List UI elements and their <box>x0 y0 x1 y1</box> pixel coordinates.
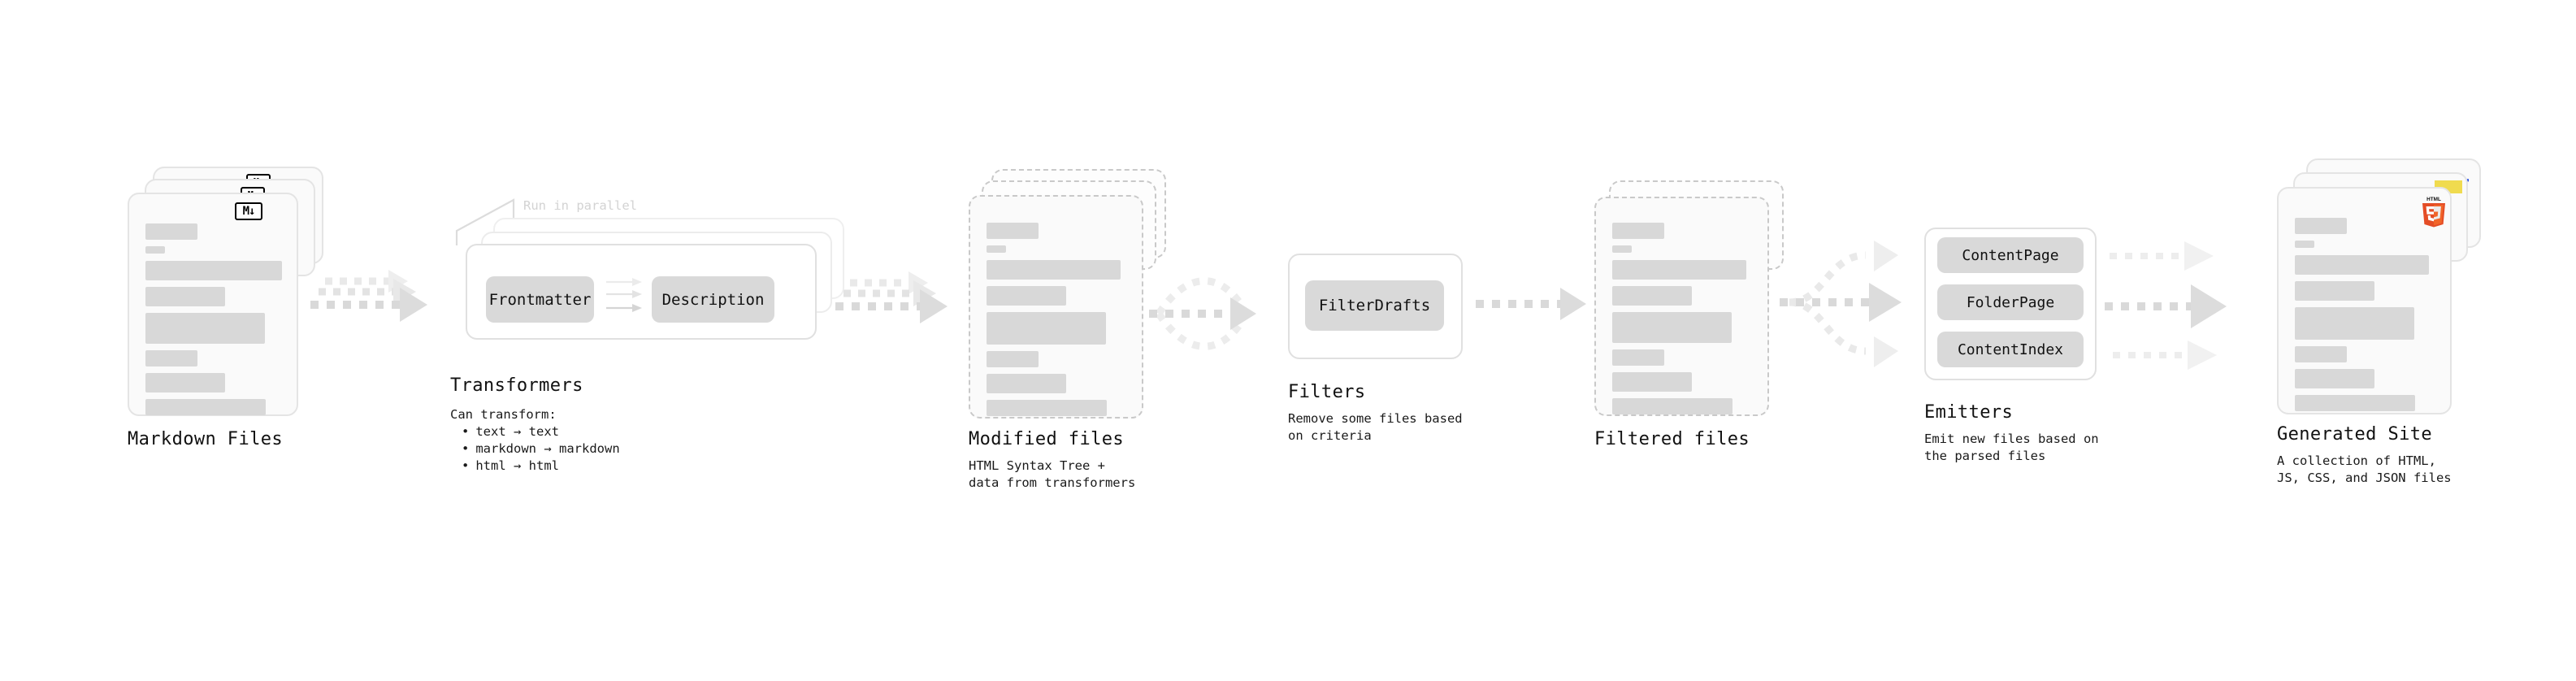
markdown-file-sheet-front <box>128 193 298 416</box>
pill-label: ContentIndex <box>1957 340 2064 358</box>
skeleton-bar <box>987 260 1121 280</box>
stage-title-filtered-files: Filtered files <box>1594 429 1750 449</box>
skeleton-bar <box>987 351 1039 367</box>
pill-label: FolderPage <box>1966 293 2055 311</box>
filters-caption: Remove some files based on criteria <box>1288 411 1463 443</box>
skeleton-bar <box>145 399 266 415</box>
stage-title-transformers: Transformers <box>450 375 583 396</box>
transformers-caption: Can transform: text → text markdown → ma… <box>450 406 620 475</box>
skeleton-bar <box>1612 286 1692 306</box>
site-file-sheet-html <box>2277 187 2452 414</box>
connector-markdown-to-transformers <box>310 270 427 322</box>
skeleton-bar <box>1612 372 1692 392</box>
skeleton-bar <box>1612 349 1664 366</box>
skeleton-bar <box>145 261 282 280</box>
transformers-bullet: markdown → markdown <box>462 440 619 458</box>
modified-file-sheet-front <box>969 195 1143 419</box>
skeleton-bar <box>987 312 1106 345</box>
transformer-inner-arrows <box>606 278 642 312</box>
filtered-file-sheet-front <box>1594 197 1769 416</box>
stage-markdown-files: M↓ M↓ M↓ Markdown Files <box>0 0 341 681</box>
run-in-parallel-label: Run in parallel <box>523 198 637 213</box>
html5-badge-text: HTML <box>2426 197 2441 202</box>
pill-label: Frontmatter <box>488 290 592 309</box>
transformer-pill-description[interactable]: Description <box>652 276 774 323</box>
connector-filters-to-filtered <box>1476 288 1586 320</box>
stage-title-modified-files: Modified files <box>969 429 1125 449</box>
skeleton-bar <box>987 286 1066 306</box>
connector-filtered-to-emitters <box>1780 241 1902 367</box>
stage-modified-files: Modified files HTML Syntax Tree + data f… <box>943 0 1268 681</box>
emitter-pill-contentindex[interactable]: ContentIndex <box>1937 332 2084 367</box>
stage-generated-site: CSS HTML Generated Site <box>2227 0 2576 681</box>
emitter-pill-folderpage[interactable]: FolderPage <box>1937 284 2084 320</box>
skeleton-bar <box>2295 369 2374 388</box>
transformers-caption-lead: Can transform: <box>450 407 557 422</box>
skeleton-bar <box>1612 245 1632 253</box>
connector-transformers-to-modified <box>835 271 948 323</box>
connector-emitters-to-site <box>2105 241 2227 370</box>
skeleton-bar <box>2295 395 2415 411</box>
pill-label: FilterDrafts <box>1318 297 1431 314</box>
markdown-badge: M↓ <box>235 202 262 220</box>
pill-label: Description <box>661 290 765 309</box>
connector-modified-to-filters <box>1149 277 1256 350</box>
filter-pill-filterdrafts[interactable]: FilterDrafts <box>1305 280 1444 331</box>
stage-title-generated-site: Generated Site <box>2277 424 2433 445</box>
skeleton-bar <box>1612 398 1733 414</box>
run-in-parallel-bracket <box>455 198 515 245</box>
skeleton-bar <box>987 245 1006 253</box>
skeleton-bar <box>2295 346 2347 362</box>
stage-title-emitters: Emitters <box>1924 402 2014 423</box>
pill-label: ContentPage <box>1962 246 2059 264</box>
skeleton-bar <box>145 350 197 367</box>
transformers-bullet-list: text → text markdown → markdown html → h… <box>450 423 620 475</box>
stage-emitters: ContentPage FolderPage ContentIndex Emit… <box>1902 0 2227 681</box>
transformers-bullet: html → html <box>462 458 620 475</box>
skeleton-bar <box>1612 223 1664 239</box>
stage-title-filters: Filters <box>1288 382 1366 402</box>
html5-badge: HTML <box>2420 195 2448 228</box>
skeleton-bar <box>1612 260 1746 280</box>
skeleton-bar <box>145 373 225 393</box>
skeleton-bar <box>2295 307 2414 340</box>
transformers-bullet: text → text <box>462 423 620 440</box>
emitter-pill-contentpage[interactable]: ContentPage <box>1937 237 2084 273</box>
generated-site-caption: A collection of HTML, JS, CSS, and JSON … <box>2277 453 2452 485</box>
stage-filtered-files: Filtered files <box>1576 0 1902 681</box>
transformer-pill-frontmatter[interactable]: Frontmatter <box>486 276 594 323</box>
emitters-caption: Emit new files based on the parsed files <box>1924 432 2099 463</box>
stage-title-markdown-files: Markdown Files <box>128 429 284 449</box>
skeleton-bar <box>2295 281 2374 301</box>
skeleton-bar <box>1612 312 1732 343</box>
skeleton-bar <box>987 223 1039 239</box>
stage-transformers: Run in parallel Frontmatter Description <box>439 0 845 681</box>
skeleton-bar <box>145 287 225 306</box>
skeleton-bar <box>2295 255 2429 275</box>
stage-filters: FilterDrafts Filters Remove some files b… <box>1264 0 1572 681</box>
skeleton-bar <box>145 223 197 240</box>
skeleton-bar <box>145 313 265 344</box>
skeleton-bar <box>2295 241 2314 248</box>
skeleton-bar <box>987 400 1107 416</box>
skeleton-bar <box>2295 218 2347 234</box>
skeleton-bar <box>987 374 1066 393</box>
skeleton-bar <box>145 246 165 254</box>
modified-files-caption: HTML Syntax Tree + data from transformer… <box>969 458 1136 490</box>
